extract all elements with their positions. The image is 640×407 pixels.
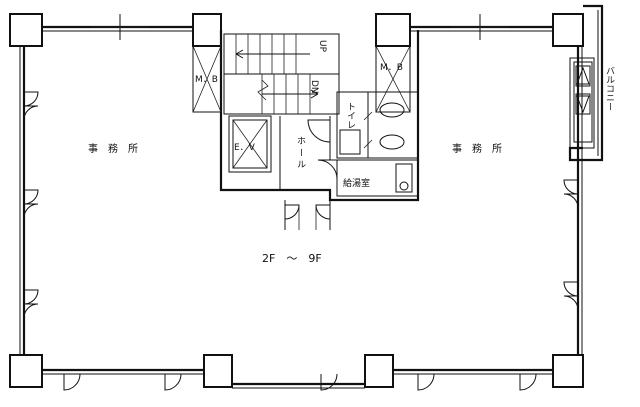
office-left-label: 事 務 所 <box>88 142 138 155</box>
ev-label: E．V <box>234 143 256 153</box>
room-labels: 事 務 所 事 務 所 2F ～ 9F 給湯室 E．V M．B M．B バルコニ… <box>88 40 615 265</box>
structural-columns <box>9 13 584 388</box>
balcony-label: バルコニー <box>604 66 615 111</box>
mb-left-label: M．B <box>195 75 218 85</box>
column <box>192 13 222 47</box>
stair-up-label: UP <box>317 40 327 53</box>
toilet-label: トイレ <box>345 102 356 129</box>
column <box>552 354 584 388</box>
kitchen-label: 給湯室 <box>343 177 370 189</box>
office-right-label: 事 務 所 <box>452 142 502 155</box>
hall-label: ホ ー ル <box>295 136 306 169</box>
floor-range-label: 2F ～ 9F <box>262 252 322 265</box>
column <box>552 13 584 47</box>
column <box>203 354 233 388</box>
exterior-doors <box>23 91 579 391</box>
column <box>375 13 411 47</box>
top-windows <box>90 14 510 40</box>
column <box>9 354 43 388</box>
exterior-walls <box>19 25 583 389</box>
column <box>9 13 43 47</box>
stair-down-label: DN <box>309 80 319 94</box>
mb-right-label: M．B <box>380 63 403 73</box>
column <box>364 354 394 388</box>
core-area <box>192 30 420 230</box>
balcony-area <box>568 4 604 162</box>
